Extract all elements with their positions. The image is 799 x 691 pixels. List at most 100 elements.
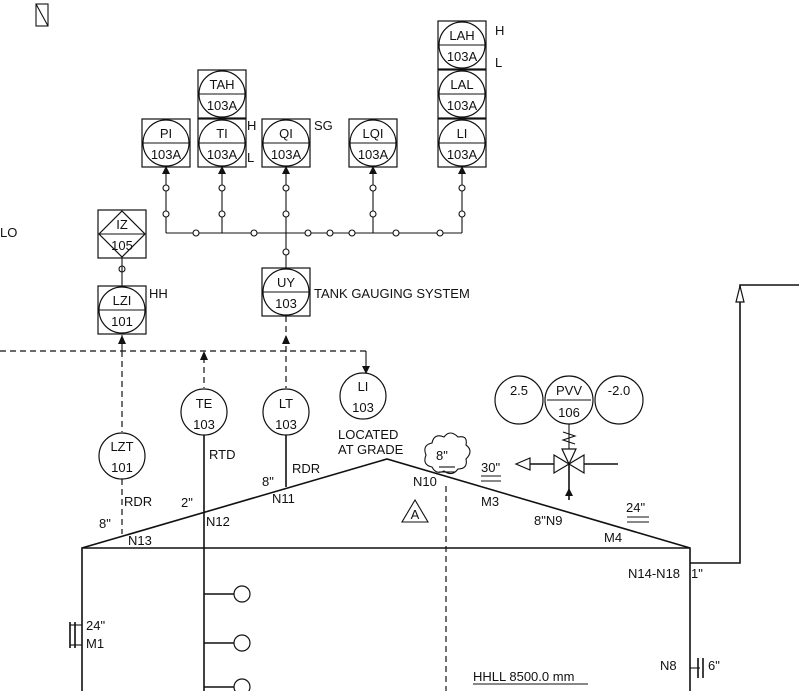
li-top-tag: LI xyxy=(457,126,468,141)
lah-tag: LAH xyxy=(449,28,474,43)
li-field-tag: LI xyxy=(358,379,369,394)
level-note: HHLL 8500.0 mm xyxy=(473,669,588,685)
nozzle-n9-id: 8"N9 xyxy=(534,513,562,528)
instrument-lzi[interactable]: LZI 101 xyxy=(97,285,147,335)
instrument-lal[interactable]: LAL 103A xyxy=(437,69,487,119)
nozzle-m4[interactable]: 24" M4 xyxy=(604,500,649,545)
lt-note: RDR xyxy=(292,461,320,476)
nozzle-n13-size: 8" xyxy=(99,516,111,531)
instrument-lt[interactable]: LT 103 xyxy=(262,388,310,436)
process-connections xyxy=(121,435,287,691)
instrument-li-top[interactable]: LI 103A xyxy=(437,118,487,168)
qi-loop: 103A xyxy=(271,147,302,162)
pi-loop: 103A xyxy=(151,147,182,162)
bus-arrowheads xyxy=(162,166,466,174)
pvv-vacuum-setpoint: -2.0 xyxy=(608,383,630,398)
pvv-loop: 106 xyxy=(558,405,580,420)
ti-loop: 103A xyxy=(207,147,238,162)
nozzle-m3[interactable]: 30" M3 xyxy=(481,460,501,509)
nozzle-n10[interactable]: 8" N10 xyxy=(413,432,471,489)
lal-tag: LAL xyxy=(450,77,473,92)
lzi-loop: 101 xyxy=(111,314,133,329)
nozzle-n11-size: 8" xyxy=(262,474,274,489)
nozzle-n14-size: 1" xyxy=(691,566,703,581)
revision-marker-text: A xyxy=(411,507,420,522)
iz-loop: 105 xyxy=(111,238,133,253)
uy-tag: UY xyxy=(277,275,295,290)
nozzle-n8-id: N8 xyxy=(660,658,677,673)
instrument-uy[interactable]: UY 103 xyxy=(261,267,311,317)
instrument-lzt[interactable]: LZT 101 xyxy=(98,432,146,480)
ti-tag: TI xyxy=(216,126,228,141)
nozzle-n13-id: N13 xyxy=(128,533,152,548)
temperature-sensing-points xyxy=(204,585,251,691)
nozzle-n12-size: 2" xyxy=(181,495,193,510)
dashed-signal-lines xyxy=(0,316,370,432)
instrument-lqi[interactable]: LQI 103A xyxy=(348,118,398,168)
tah-loop: 103A xyxy=(207,98,238,113)
uy-description: TANK GAUGING SYSTEM xyxy=(314,286,470,301)
revision-marker: A xyxy=(401,498,429,523)
lt-loop: 103 xyxy=(275,417,297,432)
iz-tag: IZ xyxy=(116,217,128,232)
vent-line xyxy=(690,284,799,564)
qi-tag: QI xyxy=(279,126,293,141)
nozzle-m1[interactable]: 24" M1 xyxy=(69,618,105,651)
lzt-loop: 101 xyxy=(111,460,133,475)
lzi-tag: LZI xyxy=(113,293,132,308)
li-field-note-1: LOCATED xyxy=(338,427,398,442)
lal-loop: 103A xyxy=(447,98,478,113)
te-note: RTD xyxy=(209,447,235,462)
te-loop: 103 xyxy=(193,417,215,432)
li-field-note-2: AT GRADE xyxy=(338,442,404,457)
ti-note-h: H xyxy=(247,118,256,133)
nozzle-m1-size: 24" xyxy=(86,618,105,633)
lzi-note: HH xyxy=(149,286,168,301)
nozzle-m4-size: 24" xyxy=(626,500,645,515)
instrument-li-field[interactable]: LI 103 xyxy=(339,372,387,420)
level-note-text: HHLL 8500.0 mm xyxy=(473,669,574,684)
pi-tag: PI xyxy=(160,126,172,141)
instrument-pi[interactable]: PI 103A xyxy=(141,118,191,168)
nozzle-m3-size: 30" xyxy=(481,460,500,475)
nozzle-n10-id: N10 xyxy=(413,474,437,489)
lal-note: L xyxy=(495,55,502,70)
instrument-qi[interactable]: QI 103A xyxy=(261,118,311,168)
bus-signal-nodes xyxy=(118,184,466,273)
tah-tag: TAH xyxy=(209,77,234,92)
instrument-iz[interactable]: IZ 105 xyxy=(97,209,147,259)
lqi-tag: LQI xyxy=(363,126,384,141)
li-top-loop: 103A xyxy=(447,147,478,162)
nozzle-n8-size: 6" xyxy=(708,658,720,673)
nozzle-n10-size: 8" xyxy=(436,448,448,463)
nozzle-m3-id: M3 xyxy=(481,494,499,509)
corner-marker xyxy=(35,3,49,27)
instrument-te[interactable]: TE 103 xyxy=(180,388,228,436)
nozzle-n8[interactable]: N8 6" xyxy=(660,658,720,678)
lzt-note: RDR xyxy=(124,494,152,509)
nozzle-n14-id: N14-N18 xyxy=(628,566,680,581)
lt-tag: LT xyxy=(279,396,293,411)
lzt-tag: LZT xyxy=(110,439,133,454)
pvv-valve-body[interactable] xyxy=(514,424,618,500)
signal-bus xyxy=(118,166,466,273)
ti-note-l: L xyxy=(247,150,254,165)
nozzle-n11-id: N11 xyxy=(272,491,295,506)
instrument-tah[interactable]: TAH 103A xyxy=(197,69,247,119)
nozzle-m1-id: M1 xyxy=(86,636,104,651)
li-field-loop: 103 xyxy=(352,400,374,415)
tank-outline xyxy=(81,458,691,691)
left-edge-label: LO xyxy=(0,225,17,240)
lah-loop: 103A xyxy=(447,49,478,64)
nozzle-n12-id: N12 xyxy=(206,514,230,529)
pvv-tag: PVV xyxy=(556,383,582,398)
pvv-pressure-setpoint: 2.5 xyxy=(510,383,528,398)
instrument-ti[interactable]: TI 103A xyxy=(197,118,247,168)
instrument-pvv[interactable]: 2.5 PVV 106 -2.0 xyxy=(494,375,644,425)
instrument-lah[interactable]: LAH 103A xyxy=(437,20,487,70)
uy-loop: 103 xyxy=(275,296,297,311)
nozzle-m4-id: M4 xyxy=(604,530,622,545)
qi-note: SG xyxy=(314,118,333,133)
